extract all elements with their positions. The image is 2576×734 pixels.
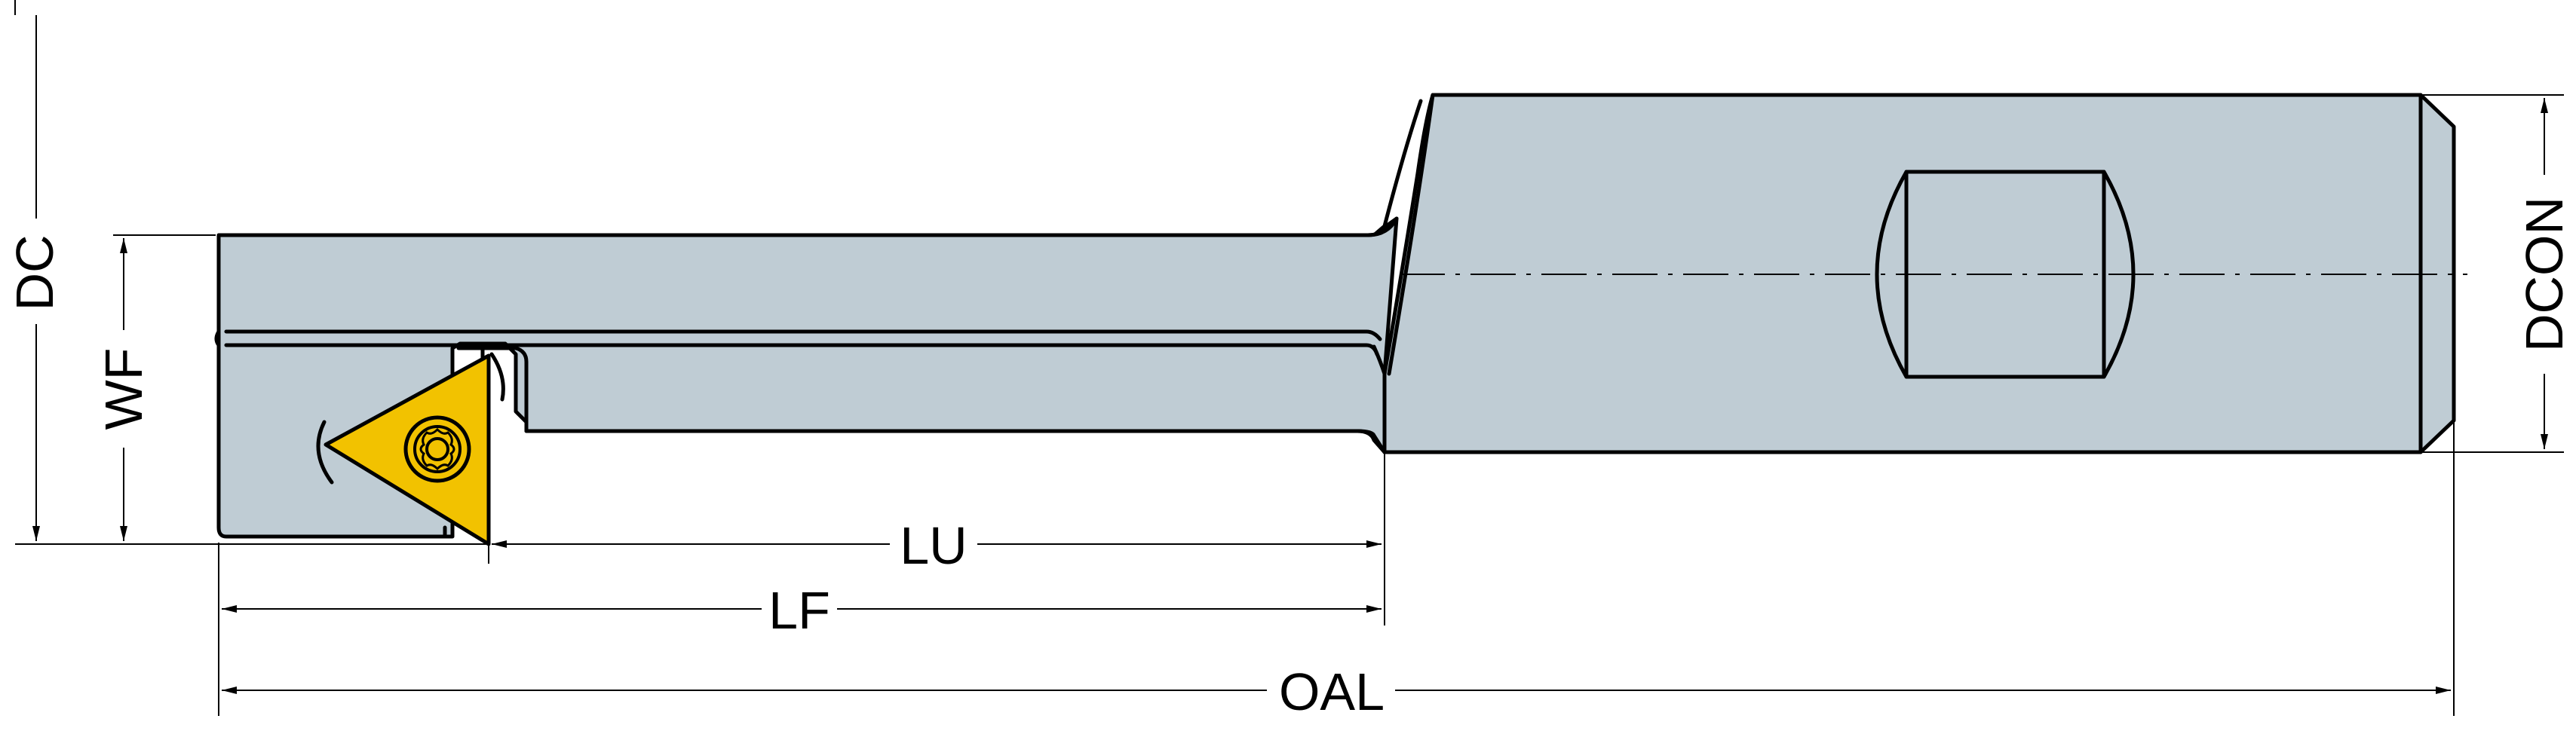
torx-screw-icon — [419, 427, 455, 471]
dimension-dc: DC — [5, 15, 64, 541]
dc-label: DC — [5, 234, 64, 310]
lu-label: LU — [900, 516, 967, 575]
dimension-lu: LU — [492, 516, 1382, 575]
lf-label: LF — [768, 581, 830, 640]
dimension-lf: LF — [222, 581, 1382, 640]
cutting-insert — [324, 353, 491, 546]
dimension-wf: WF — [94, 238, 153, 541]
dcon-label: DCON — [2515, 197, 2574, 352]
oal-label: OAL — [1279, 662, 1385, 721]
dimension-oal: OAL — [222, 662, 2451, 721]
tool-neck — [214, 216, 1399, 539]
extension-lines — [14, 0, 2564, 716]
wf-label: WF — [94, 348, 153, 430]
dimension-dcon: DCON — [2515, 98, 2574, 449]
